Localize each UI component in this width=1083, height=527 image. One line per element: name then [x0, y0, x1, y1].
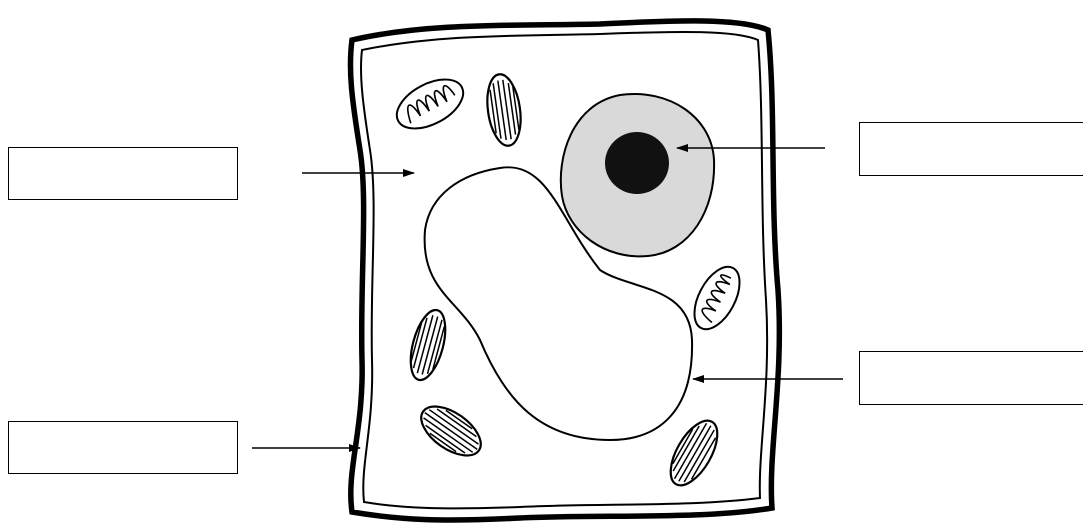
mitochondrion-1: [389, 69, 471, 138]
chloroplast-1: [483, 72, 525, 148]
chloroplast-3: [413, 397, 489, 465]
nucleolus: [605, 132, 669, 194]
chloroplast-2: [404, 306, 452, 383]
mitochondrion-2: [685, 260, 749, 337]
chloroplast-4: [661, 413, 726, 492]
